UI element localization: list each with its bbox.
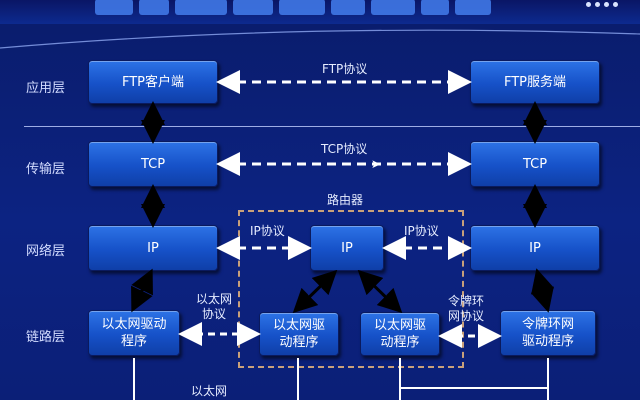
layer-label-link: 链路层 — [26, 330, 66, 345]
eth-driver-router2-box: 以太网驱 动程序 — [360, 312, 440, 356]
ip-left-box: IP — [88, 225, 218, 271]
layer-label-network: 网络层 — [26, 244, 66, 259]
tcp-protocol-label: TCP协议 — [321, 142, 368, 156]
tcp-left-box: TCP — [88, 141, 218, 187]
ftp-client-box: FTP客户端 — [88, 60, 218, 104]
layer-separator — [24, 126, 640, 127]
eth-driver-router-box: 以太网驱 动程序 — [259, 312, 339, 356]
title-text-obscured — [95, 0, 491, 19]
right-ip-link-arrow — [530, 268, 555, 313]
left-ip-link-arrow — [131, 268, 153, 313]
layer-label-application: 应用层 — [26, 81, 66, 96]
more-dots-icon — [586, 2, 618, 7]
ip-router-box: IP — [310, 225, 384, 271]
ftp-server-box: FTP服务端 — [470, 60, 600, 104]
ethernet-protocol-label: 以太网 协议 — [196, 292, 233, 321]
token-ring-driver-box: 令牌环网 驱动程序 — [500, 310, 596, 356]
ftp-protocol-label: FTP协议 — [322, 62, 368, 76]
ethernet-bottom-label: 以太网 — [191, 384, 228, 398]
mouse-cursor-icon: ➤ — [371, 157, 382, 171]
eth-driver-host-box: 以太网驱动 程序 — [88, 310, 180, 356]
ip-protocol-right-label: IP协议 — [404, 224, 439, 238]
layer-label-transport: 传输层 — [26, 162, 66, 177]
tcp-right-box: TCP — [470, 141, 600, 187]
router-label: 路由器 — [327, 193, 364, 207]
token-ring-protocol-label: 令牌环 网协议 — [448, 294, 485, 323]
title-band — [0, 0, 640, 24]
ip-right-box: IP — [470, 225, 600, 271]
decorative-arc — [0, 29, 640, 49]
ip-protocol-left-label: IP协议 — [250, 224, 285, 238]
router-frame — [238, 210, 464, 368]
